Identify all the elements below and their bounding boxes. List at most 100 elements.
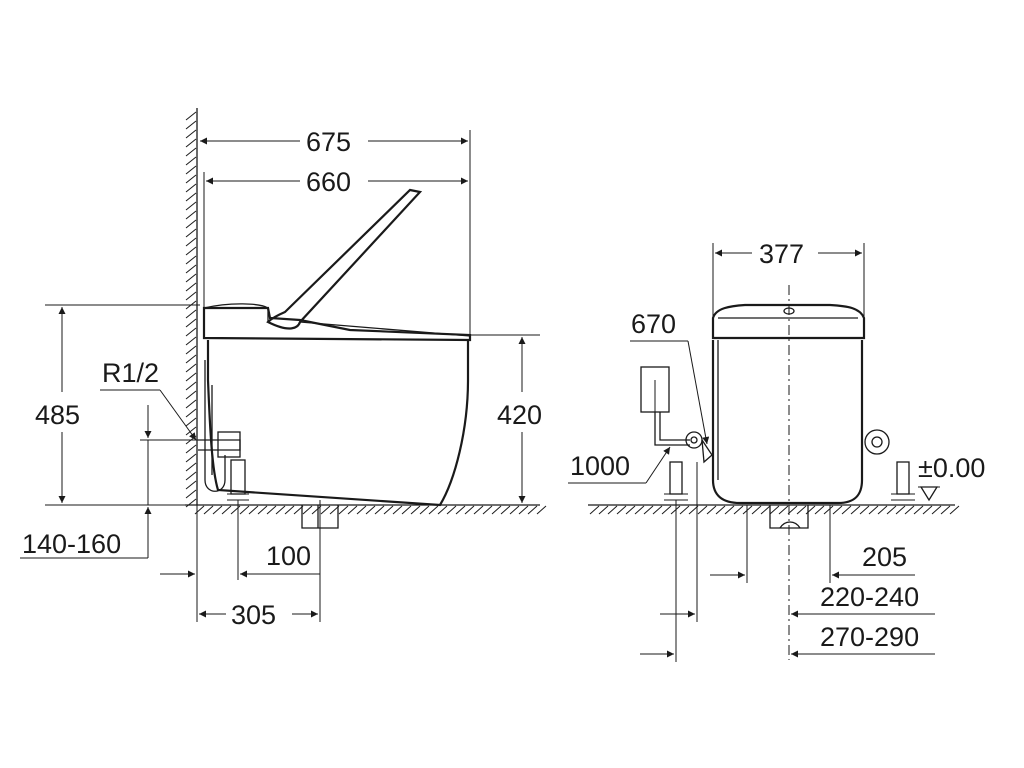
hatch-line [410, 505, 421, 515]
hatch-line [185, 282, 197, 292]
hatch-line [841, 505, 852, 515]
hatch-line [284, 505, 295, 515]
label-100: 100 [266, 541, 311, 571]
dimension-205: 205 [710, 505, 915, 583]
hatch-line [652, 505, 663, 515]
hatch-line [185, 210, 197, 220]
label-420: 420 [497, 400, 542, 430]
floor-line-front [588, 504, 960, 515]
supply-valve-front-right [891, 461, 915, 501]
hatch-line [598, 505, 609, 515]
wall [185, 108, 198, 508]
hatch-line [473, 505, 484, 515]
hatch-line [185, 498, 197, 508]
hatch-line [248, 505, 259, 515]
hatch-line [185, 381, 197, 391]
label-1000: 1000 [570, 451, 630, 481]
dimension-660: 660 [203, 167, 468, 308]
hatch-line [365, 505, 376, 515]
dimension-220-240: 220-240 [660, 462, 935, 622]
hatch-line [446, 505, 457, 515]
hatch-line [221, 505, 232, 515]
hatch-line [931, 505, 942, 515]
hatch-line [589, 505, 600, 515]
hatch-line [356, 505, 367, 515]
hatch-line [868, 505, 879, 515]
hatch-line [796, 505, 807, 515]
floor-level-marker: ±0.00 [918, 453, 985, 502]
hatch-line [185, 228, 197, 238]
hatch-line [185, 426, 197, 436]
hatch-line [185, 291, 197, 301]
hatch-line [877, 505, 888, 515]
hatch-line [769, 505, 780, 515]
label-485: 485 [35, 400, 80, 430]
hatch-line [185, 201, 197, 211]
hatch-line [509, 505, 520, 515]
hatch-line [185, 408, 197, 418]
hatch-line [859, 505, 870, 515]
hatch-line [185, 390, 197, 400]
side-view: 675 660 485 420 R1/2 [20, 108, 547, 630]
hatch-line [527, 505, 538, 515]
hatch-line [185, 354, 197, 364]
hatch-line [185, 480, 197, 490]
hatch-line [940, 505, 951, 515]
hatch-line [185, 156, 197, 166]
hatch-line [185, 372, 197, 382]
hatch-line [347, 505, 358, 515]
hatch-line [185, 363, 197, 373]
hatch-line [724, 505, 735, 515]
hatch-line [320, 505, 331, 515]
hatch-line [607, 505, 618, 515]
hatch-line [185, 255, 197, 265]
hatch-line [185, 138, 197, 148]
label-377: 377 [759, 239, 804, 269]
hatch-line [949, 505, 960, 515]
hatch-line [302, 505, 313, 515]
dimension-485: 485 [35, 304, 200, 506]
hatch-line [536, 505, 547, 515]
label-r12: R1/2 [102, 358, 159, 388]
hatch-line [428, 505, 439, 515]
hatch-line [185, 183, 197, 193]
front-view: 377 670 1000 ±0.00 205 [568, 239, 985, 662]
label-305: 305 [231, 600, 276, 630]
hatch-line [625, 505, 636, 515]
hatch-line [275, 505, 286, 515]
hatch-line [185, 471, 197, 481]
hatch-line [904, 505, 915, 515]
hatch-line [733, 505, 744, 515]
hatch-line [185, 174, 197, 184]
hatch-line [185, 318, 197, 328]
dimension-305: 305 [199, 500, 321, 630]
hatch-line [518, 505, 529, 515]
hose-length-callout: 1000 [568, 446, 671, 484]
hatch-line [194, 505, 205, 515]
hatch-line [616, 505, 627, 515]
label-675: 675 [306, 127, 351, 157]
hatch-line [185, 129, 197, 139]
hatch-line [679, 505, 690, 515]
hatch-line [491, 505, 502, 515]
hatch-line [185, 264, 197, 274]
dimension-377: 377 [712, 239, 865, 318]
cable-length-callout: 670 [630, 309, 710, 445]
dimension-420: 420 [470, 334, 542, 503]
hatch-line [212, 505, 223, 515]
dimension-675: 675 [200, 127, 471, 335]
hatch-line [455, 505, 466, 515]
cable-connection-right [864, 429, 890, 455]
hatch-line [185, 192, 197, 202]
hatch-line [383, 505, 394, 515]
hatch-line [185, 246, 197, 256]
hatch-line [922, 505, 933, 515]
hatch-line [185, 444, 197, 454]
hatch-line [185, 399, 197, 409]
hatch-line [823, 505, 834, 515]
hatch-line [230, 505, 241, 515]
hatch-line [697, 505, 708, 515]
hatch-line [239, 505, 250, 515]
hatch-line [266, 505, 277, 515]
